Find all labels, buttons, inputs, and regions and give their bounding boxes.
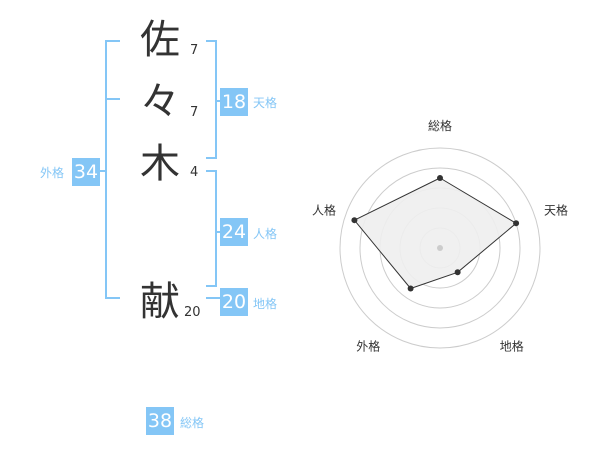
name-char-2: 々 xyxy=(140,79,180,125)
soukaku-label: 総格 xyxy=(180,416,205,430)
name-char-1: 佐 xyxy=(140,17,180,63)
radar-center-dot xyxy=(437,245,443,251)
jinkaku-label: 人格 xyxy=(253,227,278,241)
gaikaku-badge: 34 xyxy=(72,158,100,186)
radar-point-3 xyxy=(454,269,461,276)
radar-ring-5 xyxy=(339,147,541,349)
radar-points xyxy=(351,175,520,292)
name-char-2-strokes: 7 xyxy=(190,105,199,120)
name-char-4: 献 xyxy=(140,279,180,325)
radar-point-2 xyxy=(513,220,520,227)
radar-axis-label-4: 外格 xyxy=(356,339,380,354)
radar-point-4 xyxy=(407,285,414,292)
soukaku-badge: 38 xyxy=(146,407,174,435)
name-char-3: 木 xyxy=(140,141,180,187)
radar-polygon xyxy=(353,177,517,290)
name-char-1-strokes: 7 xyxy=(190,43,199,58)
chikaku-badge: 20 xyxy=(220,288,248,316)
name-char-3-strokes: 4 xyxy=(190,165,199,180)
tenkaku-badge: 18 xyxy=(220,88,248,116)
gaikaku-label: 外格 xyxy=(40,166,65,180)
radar-point-1 xyxy=(437,175,443,181)
radar-axis-label-3: 地格 xyxy=(500,339,524,354)
tenkaku-label: 天格 xyxy=(253,96,278,110)
radar-axis-label-5: 人格 xyxy=(312,202,336,217)
name-char-4-strokes: 20 xyxy=(184,305,201,320)
radar-axis-label-2: 天格 xyxy=(544,202,568,217)
radar-point-5 xyxy=(351,217,358,224)
radar-axis-label-1: 総格 xyxy=(428,118,452,133)
radar-ring-4 xyxy=(359,167,521,329)
jinkaku-badge: 24 xyxy=(220,218,248,246)
chikaku-label: 地格 xyxy=(253,297,278,311)
